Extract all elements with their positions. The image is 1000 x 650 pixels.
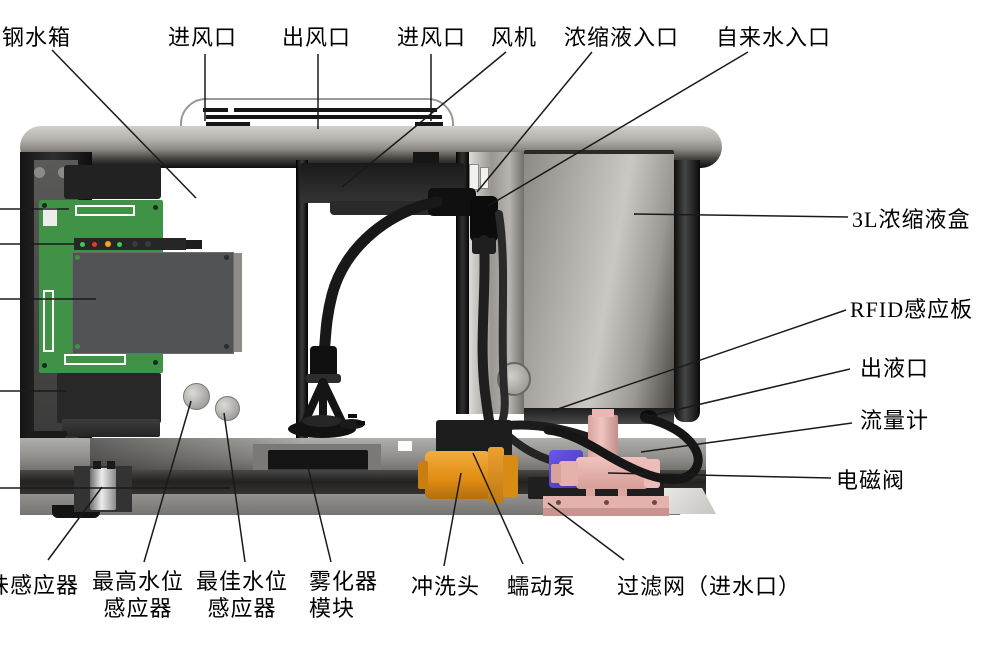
sensor-nub <box>93 461 101 469</box>
vent-slat <box>203 108 228 112</box>
screw-dot <box>224 344 229 349</box>
liquid-outlet-port <box>640 410 657 423</box>
vent-slat <box>234 108 437 112</box>
label-air-outlet: 出风口 <box>282 25 352 50</box>
label-rfid-board: RFID感应板 <box>850 297 974 322</box>
vent-slat <box>206 115 442 119</box>
water-inlet-pipe <box>469 164 479 190</box>
divider-left <box>296 160 308 442</box>
pcb-connector <box>64 354 126 365</box>
label-peristaltic-pump: 蠕动泵 <box>507 574 577 599</box>
label-rinse-head: 冲洗头 <box>411 574 481 599</box>
screw-dot <box>652 500 657 505</box>
pcb-connector <box>43 290 54 352</box>
divider-right <box>456 152 469 414</box>
label-tap-water-inlet: 自来水入口 <box>716 25 832 50</box>
white-notch <box>398 441 412 451</box>
label-atomizer-module: 雾化器 模块 <box>309 569 379 621</box>
concentrate-box <box>524 150 674 418</box>
tube-elbow <box>470 196 498 242</box>
label-odor-sensor: 味感应器 <box>0 573 80 598</box>
label-air-inlet-2: 进风口 <box>397 25 467 50</box>
screw-dot <box>604 500 609 505</box>
label-filter: 过滤网（进水口） <box>617 574 802 599</box>
label-liquid-outlet: 出液口 <box>860 356 930 381</box>
filter-base-plate-front <box>543 508 669 516</box>
tube-connector <box>428 188 476 216</box>
rinse-head-flange <box>488 447 504 503</box>
odor-sensor-cylinder <box>90 468 116 510</box>
flow-meter-top <box>592 409 614 417</box>
concentrate-inlet-pipe <box>480 167 489 189</box>
label-high-level-sensor: 最高水位 感应器 <box>91 569 184 621</box>
label-solenoid-valve: 电磁阀 <box>836 468 906 493</box>
led-dot <box>117 242 122 247</box>
label-concentrate-inlet: 浓缩液入口 <box>564 25 680 50</box>
screw-dot <box>75 255 80 260</box>
flow-meter <box>588 415 618 463</box>
rinse-head-cap <box>418 461 428 489</box>
solenoid-cap-left <box>559 461 578 486</box>
component-below-plate <box>62 419 160 437</box>
led-dot <box>80 242 85 247</box>
solenoid-valve-body <box>576 457 648 489</box>
pcb-white-module <box>43 208 57 226</box>
solenoid-leg <box>586 488 595 500</box>
component-above-pcb <box>64 165 161 199</box>
label-steel-tank: 钢水箱 <box>2 25 72 50</box>
tube <box>318 196 443 358</box>
water-level-sensor-best <box>215 396 240 421</box>
display-screen <box>72 252 234 354</box>
atomizer-module-slot <box>268 450 368 472</box>
label-concentrate-box: 3L浓缩液盒 <box>852 207 971 232</box>
frame-hole <box>34 167 45 178</box>
label-best-level-sensor: 最佳水位 感应器 <box>195 569 288 621</box>
solenoid-leg <box>618 488 627 500</box>
vent-slat <box>206 122 250 126</box>
screw-dot <box>153 360 158 365</box>
solenoid-flange-right <box>644 459 660 488</box>
component-below-pcb <box>57 373 161 423</box>
sensor-nub <box>107 461 115 469</box>
led-dot <box>92 242 97 247</box>
pcb-connector <box>75 205 135 216</box>
screw-dot <box>42 203 47 208</box>
led-dot <box>145 241 151 247</box>
screw-dot <box>224 255 229 260</box>
label-air-inlet-1: 进风口 <box>168 25 238 50</box>
right-post <box>674 160 700 422</box>
led-dot <box>105 241 111 247</box>
label-flow-meter: 流量计 <box>860 408 930 433</box>
round-port <box>497 362 531 396</box>
tube-elbow-nut <box>472 238 496 254</box>
led-strip <box>74 238 202 250</box>
screw-dot <box>556 500 561 505</box>
led-strip-tab <box>186 240 202 249</box>
label-fan: 风机 <box>491 25 538 50</box>
screw-dot <box>153 205 158 210</box>
rinse-head <box>425 451 491 499</box>
screw-dot <box>75 344 80 349</box>
solenoid-tip-left <box>551 464 561 483</box>
water-level-sensor-high <box>183 383 210 410</box>
led-dot <box>132 241 138 247</box>
rinse-head-connector <box>503 455 518 497</box>
screw-dot <box>42 363 47 368</box>
